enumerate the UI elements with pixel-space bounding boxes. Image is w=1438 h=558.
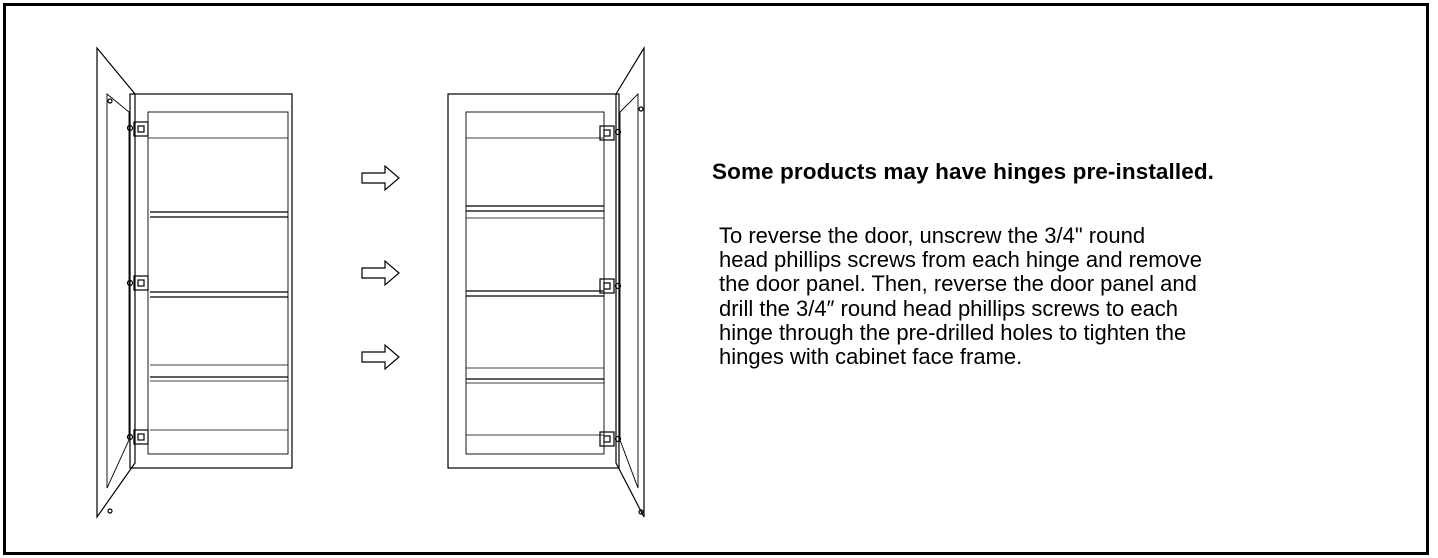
arrow-bottom [361, 343, 400, 371]
arrow-middle [361, 259, 400, 287]
hinge-middle-right [599, 278, 622, 294]
hinge-top-left [126, 121, 149, 137]
shelf-1-right [466, 205, 604, 219]
instruction-line: To reverse the door, unscrew the 3/4" ro… [719, 223, 1146, 248]
cabinet-frame-right [447, 93, 620, 469]
instruction-line: hinge through the pre-drilled holes to t… [719, 319, 1187, 345]
instruction-line: the door panel. Then, reverse the door p… [719, 271, 1197, 297]
hinge-middle-left [126, 275, 149, 291]
hinge-bottom-left [126, 429, 149, 445]
instructions: To reverse the door, unscrew the 3/4" ro… [719, 223, 1419, 370]
shelf-2-right [466, 290, 604, 297]
open-door-left [96, 46, 136, 519]
instruction-line: drill the 3/4″ round head phillips screw… [719, 295, 1179, 321]
cabinet-after [447, 45, 645, 518]
shelf-2-left [150, 291, 288, 298]
cabinet-frame-left [129, 93, 293, 469]
hinge-top-right [599, 125, 622, 141]
cabinet-before [96, 46, 293, 519]
instruction-line: hinges with cabinet face frame. [719, 344, 1023, 370]
diagram-frame [3, 3, 1429, 555]
instruction-line: head phillips screws from each hinge and… [719, 247, 1203, 273]
open-door-right [615, 45, 645, 518]
shelf-1-left [150, 211, 288, 218]
arrow-top [361, 164, 400, 192]
heading: Some products may have hinges pre-instal… [712, 159, 1215, 184]
hinge-bottom-right [599, 431, 622, 447]
